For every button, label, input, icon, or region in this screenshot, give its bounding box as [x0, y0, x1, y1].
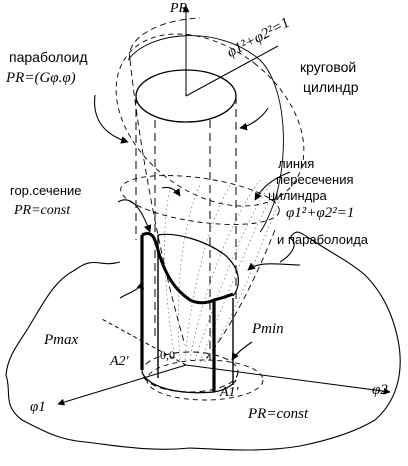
horizontal-section-ellipse — [120, 175, 280, 225]
intersection-equation: φ1²+φ2²=1 — [286, 205, 355, 221]
axis-phi2 — [185, 364, 391, 395]
axis-phi1-label: φ1 — [30, 399, 46, 415]
paraboloid-formula: PR=(Gφ.φ) — [6, 70, 76, 86]
cylinder-base-front — [141, 371, 237, 394]
lower-section-ellipse — [146, 359, 264, 401]
point-a1-label: A1' — [220, 385, 239, 400]
cylinder-walls — [135, 96, 237, 360]
origin-label: 0,0 — [160, 348, 175, 362]
p-max-label: Pmax — [44, 332, 79, 348]
unit-radius-line — [185, 45, 279, 97]
axis-phi2-label: φ2 — [372, 382, 388, 398]
paraboloid-envelope — [129, 17, 276, 361]
axes — [57, 5, 391, 406]
paraboloid-top-ellipse — [115, 33, 305, 207]
hsection-label-line1: гор.сечение — [10, 183, 82, 198]
intersection-label-line2: пересечения — [276, 172, 354, 187]
cylinder-lower-bold — [140, 232, 234, 392]
cylinder-label-line1: круговой — [300, 59, 357, 75]
hsection-label-line2: PR=const — [14, 203, 71, 218]
axis-phi-back — [99, 317, 187, 366]
paraboloid-top-ellipse-solid — [127, 35, 284, 233]
callout-arrows — [94, 94, 301, 361]
p-min-label: Pmin — [252, 321, 284, 337]
point-a2-label: A2' — [110, 354, 129, 369]
pr-axis-label: PR — [170, 1, 188, 16]
intersection-label-line1: линия — [278, 156, 315, 171]
intersection-label-line4: и параболоида — [277, 232, 369, 247]
intersection-label-line3: цилиндра — [268, 188, 327, 203]
axis-phi1 — [57, 364, 187, 406]
pr-const-bottom-label: PR=const — [248, 406, 309, 422]
ground-plane-outline — [5, 231, 401, 451]
cylinder-label-line2: цилиндр — [303, 79, 359, 95]
intersection-curve — [157, 233, 239, 297]
paraboloid-label: параболоид — [9, 49, 88, 65]
